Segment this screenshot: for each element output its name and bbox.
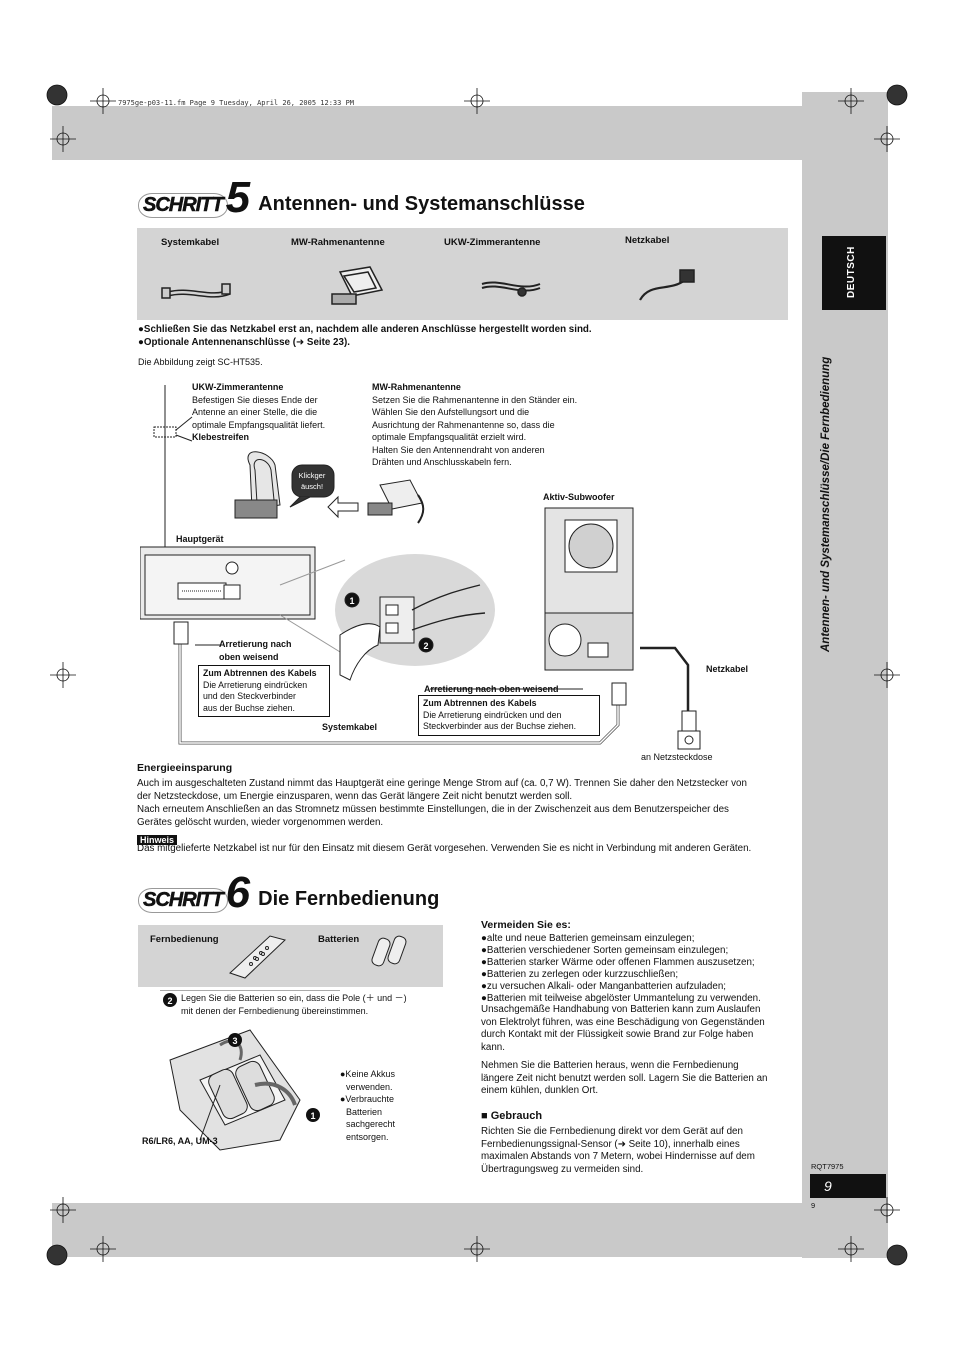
file-info: 7975ge-p03-11.fm Page 9 Tuesday, April 2…	[118, 99, 355, 107]
ukw-label-block: UKW-Zimmerantenne Befestigen Sie dieses …	[192, 382, 326, 442]
mw-label-block: MW-Rahmenantenne Setzen Sie die Rahmenan…	[372, 382, 578, 467]
page-number-small: 9	[811, 1201, 816, 1210]
side-section-title: Antennen- und Systemanschlüsse/Die Fernb…	[820, 356, 832, 652]
use-title: ■ Gebrauch	[481, 1110, 543, 1122]
accessory-illustrations	[161, 266, 695, 305]
language-tab: DEUTSCH	[822, 236, 886, 310]
page-number: 9	[810, 1174, 886, 1198]
list-item: ●zu versuchen Alkali- oder Manganbatteri…	[481, 981, 727, 992]
netzkabel-label: Netzkabel	[706, 664, 749, 674]
list-item: ●Batterien mit teilweise abgelöster Umma…	[481, 993, 761, 1004]
bottom-gray-band	[52, 1203, 802, 1257]
step-title: Antennen- und Systemanschlüsse	[258, 193, 585, 215]
netzsteckdose-label: an Netzsteckdose	[641, 752, 713, 762]
accessory-batterien: Batterien	[318, 934, 360, 945]
schritt-label-6: SCHRITT	[138, 888, 228, 913]
insert-num-3: 3	[232, 1036, 237, 1046]
accessory-ukw-antenne: UKW-Zimmerantenne	[444, 237, 541, 248]
step-title-6: Die Fernbedienung	[258, 888, 440, 910]
arretierung-label-2: Arretierung nach oben weisend	[424, 684, 559, 694]
remote-battery-illustration	[229, 935, 407, 979]
energy-text: Auch im ausgeschalteten Zustand nimmt da…	[137, 778, 747, 828]
accessory-systemkabel: Systemkabel	[161, 237, 220, 248]
model-code: RQT7975	[811, 1162, 844, 1171]
top-gray-band	[52, 106, 802, 160]
avoid-text: Unsachgemäße Handhabung von Batterien ka…	[481, 1004, 765, 1053]
list-item: ●Batterien verschiedener Sorten gemeinsa…	[481, 945, 729, 956]
step6-heading: SCHRITT 6 Die Fernbedienung	[138, 868, 440, 917]
step5-heading: SCHRITT 5 Antennen- und Systemanschlüsse	[138, 173, 585, 222]
list-item: ●Batterien zu zerlegen oder kurzzuschlie…	[481, 969, 679, 980]
battery-type-label: R6/LR6, AA, UM-3	[142, 1136, 218, 1146]
insert-num: 2	[167, 996, 172, 1006]
note-1: ●Schließen Sie das Netzkabel erst an, na…	[138, 324, 592, 335]
insert-num-1: 1	[310, 1111, 315, 1121]
arretierung-label-1: Arretierung nach oben weisend	[219, 639, 292, 662]
accessory-netzkabel: Netzkabel	[625, 235, 670, 246]
hinweis-label: Hinweis	[137, 830, 178, 848]
klick-text-2: äusch!	[301, 482, 323, 491]
figure-caption: Die Abbildung zeigt SC-HT535.	[138, 357, 263, 367]
hauptgeraet-label: Hauptgerät	[176, 534, 224, 544]
avoid-title: Vermeiden Sie es:	[481, 919, 571, 931]
hinweis-text: Das mitgelieferte Netzkabel ist nur für …	[137, 843, 752, 854]
diagram-num-2: 2	[423, 641, 428, 651]
battery-side-notes: ●Keine Akkus verwenden. ●Verbrauchte Bat…	[340, 1069, 396, 1142]
schritt-label: SCHRITT	[138, 193, 228, 218]
battery-insertion-illustration: 2 3 1	[160, 990, 340, 1151]
note-2: ●Optionale Antennenanschlüsse (➜ Seite 2…	[138, 337, 350, 348]
list-item: ●Batterien starker Wärme oder offenen Fl…	[481, 957, 755, 968]
step-number-6: 6	[225, 868, 251, 917]
energy-title: Energieeinsparung	[137, 762, 233, 774]
accessory-fernbedienung: Fernbedienung	[150, 934, 219, 945]
connection-diagram: Klickger äusch! 1 2	[140, 385, 701, 750]
use-text: Richten Sie die Fernbedienung direkt vor…	[481, 1126, 755, 1175]
avoid-list: ●alte und neue Batterien gemeinsam einzu…	[481, 933, 761, 1005]
abtrennen-box-1: Zum Abtrennen des Kabels Die Arretierung…	[198, 665, 330, 717]
list-item: ●alte und neue Batterien gemeinsam einzu…	[481, 933, 695, 944]
step-number: 5	[225, 173, 251, 222]
systemkabel-label: Systemkabel	[322, 722, 378, 732]
diagram-num-1: 1	[349, 596, 354, 606]
remove-text: Nehmen Sie die Batterien heraus, wenn di…	[481, 1060, 768, 1096]
klick-text-1: Klickger	[299, 471, 326, 480]
accessory-mw-antenne: MW-Rahmenantenne	[291, 237, 385, 248]
abtrennen-box-2: Zum Abtrennen des Kabels Die Arretierung…	[418, 695, 600, 736]
insert-instructions: Legen Sie die Batterien so ein, dass die…	[181, 993, 407, 1016]
subwoofer-label: Aktiv-Subwoofer	[543, 492, 615, 502]
